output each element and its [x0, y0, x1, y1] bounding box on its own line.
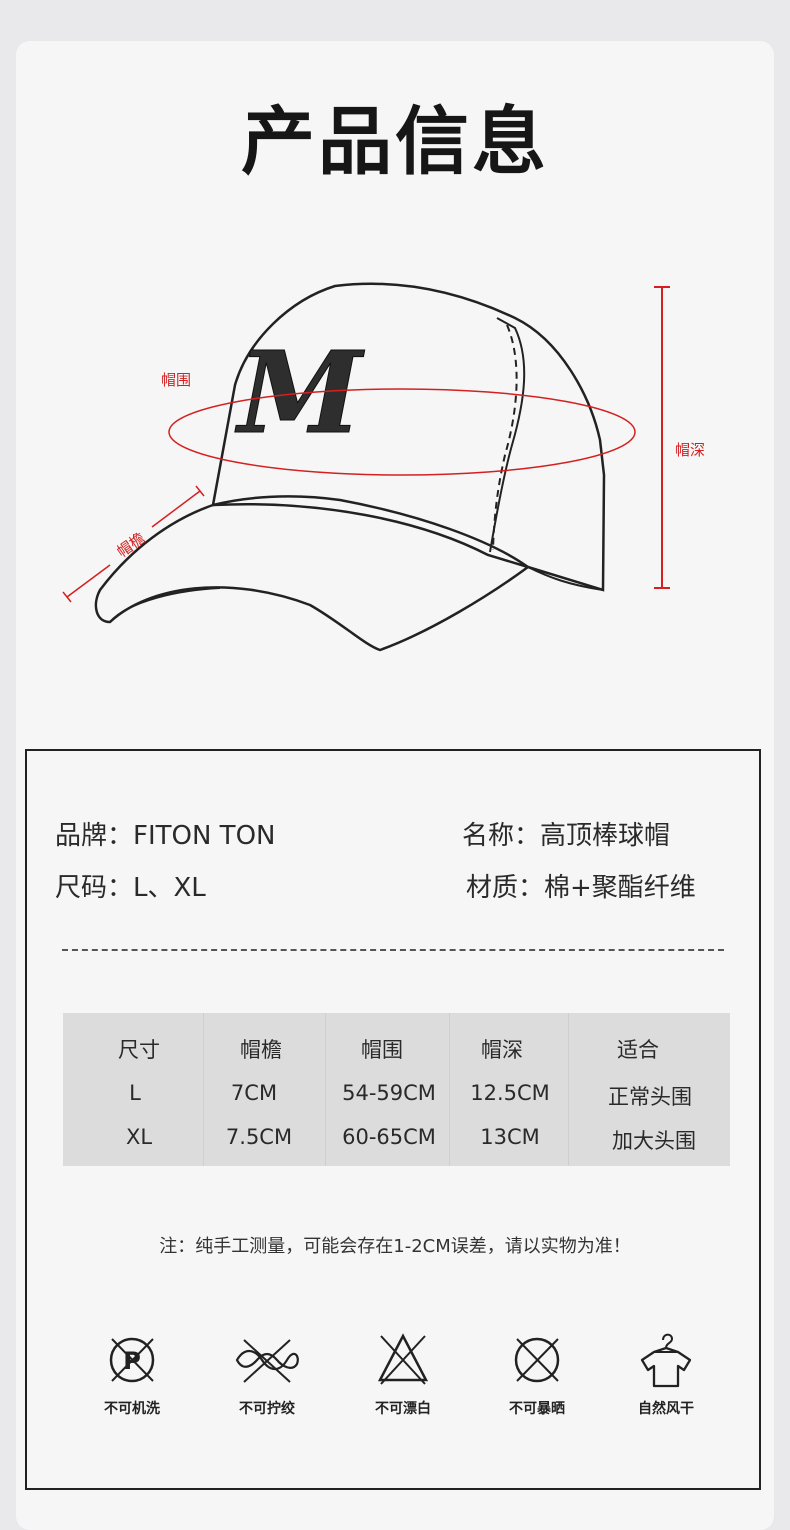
table-header-size: 尺寸: [118, 1038, 160, 1062]
measurement-note: 注：纯手工测量，可能会存在1-2CM误差，请以实物为准！: [159, 1236, 631, 1257]
care-item: P 不可机洗: [92, 1330, 172, 1418]
table-cell: 12.5CM: [470, 1081, 550, 1105]
material-info: 材质：棉+聚酯纤维: [466, 873, 696, 903]
care-label: 不可漂白: [375, 1401, 431, 1417]
table-header-depth: 帽深: [481, 1038, 523, 1062]
page-title: 产品信息: [241, 99, 549, 185]
table-cell: 7CM: [230, 1081, 278, 1105]
no-bleach-icon: [377, 1333, 429, 1385]
cap-stitch-line: [492, 324, 518, 551]
brand-info: 品牌：FITON TON: [55, 821, 276, 851]
care-label: 自然风干: [638, 1401, 694, 1417]
size-table: [63, 1013, 730, 1166]
cap-side-seam: [489, 317, 526, 553]
brim-line-upper: [151, 490, 201, 528]
depth-label: 帽深: [675, 441, 705, 459]
care-item: 不可漂白: [363, 1330, 443, 1418]
table-cell: 54-59CM: [342, 1081, 436, 1105]
circumference-label: 帽围: [161, 371, 191, 389]
care-label: 不可暴晒: [509, 1401, 565, 1417]
cap-diagram: M 帽围 帽深 帽檐: [62, 282, 705, 652]
care-label: 不可机洗: [104, 1401, 160, 1417]
table-header-brim: 帽檐: [240, 1038, 282, 1062]
table-cell: L: [129, 1081, 141, 1105]
no-dry-clean-icon: P: [109, 1337, 155, 1383]
cap-logo: M: [234, 328, 365, 459]
table-header-circumference: 帽围: [361, 1038, 403, 1062]
table-cell: 加大头围: [612, 1129, 696, 1153]
care-item: 不可拧绞: [227, 1330, 307, 1418]
cap-crown-outline: [211, 282, 606, 592]
cap-brim-outline: [94, 495, 531, 652]
table-header-fit: 适合: [617, 1038, 659, 1062]
circumference-ellipse: [168, 388, 636, 476]
table-cell: 7.5CM: [225, 1125, 293, 1149]
hang-dry-icon: [640, 1333, 692, 1388]
cap-back-strap: [527, 566, 604, 591]
care-label: 不可拧绞: [239, 1401, 295, 1417]
table-cell: 正常头围: [608, 1085, 692, 1109]
no-wring-icon: [235, 1339, 299, 1383]
cap-brim-underside: [109, 587, 221, 623]
size-info: 尺码：L、XL: [55, 873, 206, 903]
care-item: 自然风干: [626, 1330, 706, 1418]
brim-line-lower: [66, 564, 111, 598]
divider: [62, 949, 724, 951]
table-cell: XL: [125, 1125, 153, 1149]
table-cell: 13CM: [480, 1125, 540, 1149]
care-item: 不可暴晒: [497, 1330, 577, 1418]
name-info: 名称：高顶棒球帽: [462, 821, 671, 851]
table-cell: 60-65CM: [342, 1125, 436, 1149]
no-tumble-dry-icon: [514, 1337, 560, 1383]
